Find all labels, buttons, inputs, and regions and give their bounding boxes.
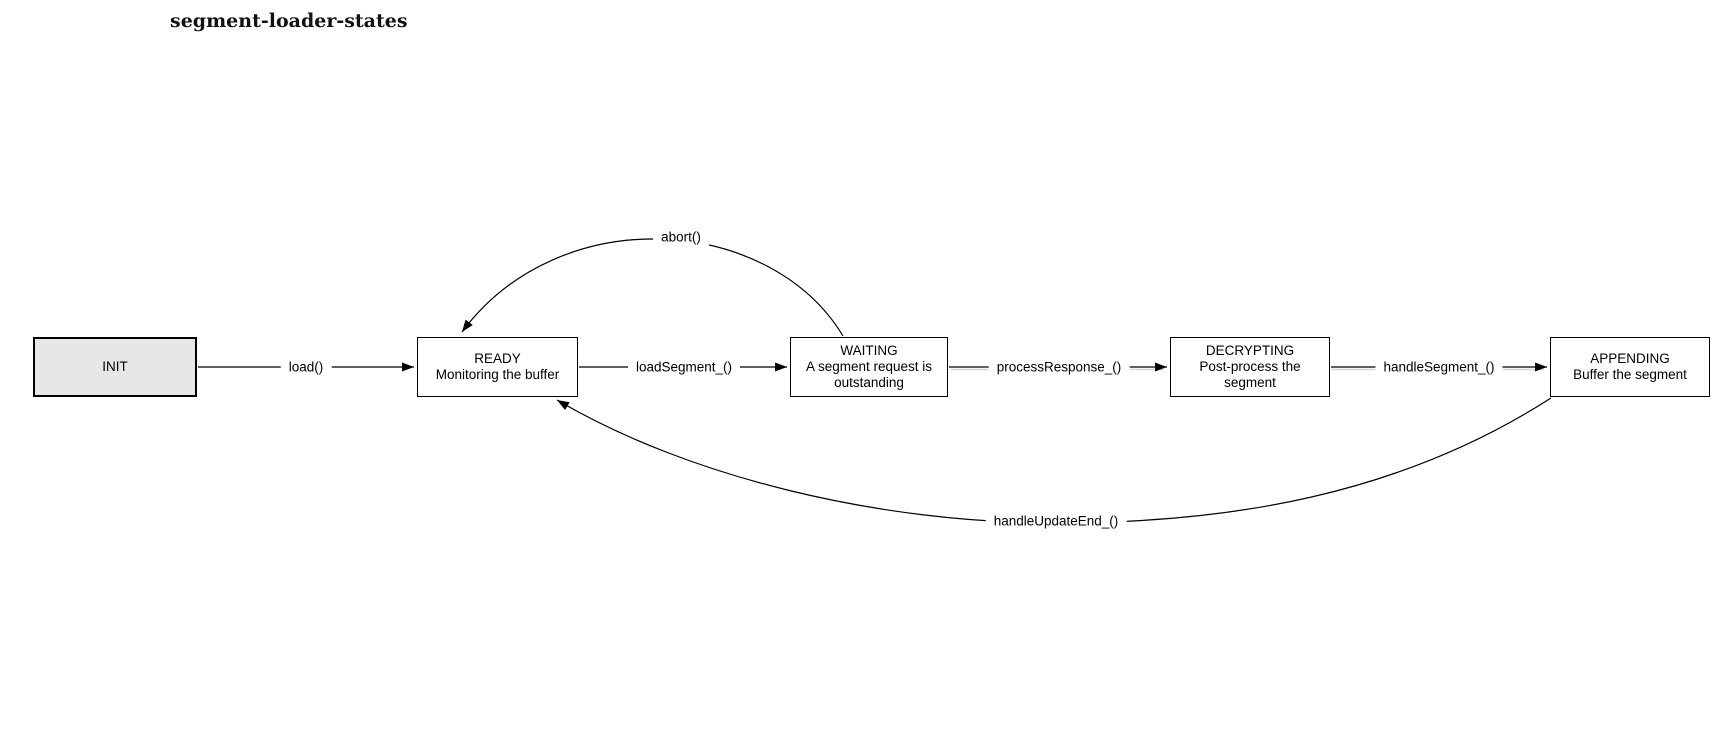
state-name: WAITING [840,343,898,358]
state-ready: READY Monitoring the buffer [417,337,578,397]
state-name: READY [474,351,521,366]
state-description: A segment request is outstanding [805,359,933,390]
transition-label-processresponse: processResponse_() [988,358,1130,376]
state-description: Post-process the segment [1199,359,1301,390]
transition-label-handleupdateend: handleUpdateEnd_() [985,512,1127,530]
state-description: Buffer the segment [1573,367,1687,382]
state-description: Monitoring the buffer [435,367,560,382]
edge-abort [461,238,844,337]
state-name: APPENDING [1590,351,1670,366]
state-appending: APPENDING Buffer the segment [1550,337,1710,397]
state-name: DECRYPTING [1205,343,1295,358]
edge-handleupdateend [556,397,1552,524]
state-waiting: WAITING A segment request is outstanding [790,337,948,397]
state-init: INIT [33,337,197,397]
state-name: INIT [102,359,128,374]
transition-label-handlesegment: handleSegment_() [1375,358,1503,376]
transition-label-load: load() [280,358,332,376]
transition-label-loadsegment: loadSegment_() [627,358,741,376]
diagram-title: segment-loader-states [170,10,408,32]
state-decrypting: DECRYPTING Post-process the segment [1170,337,1330,397]
transition-label-abort: abort() [653,228,709,246]
